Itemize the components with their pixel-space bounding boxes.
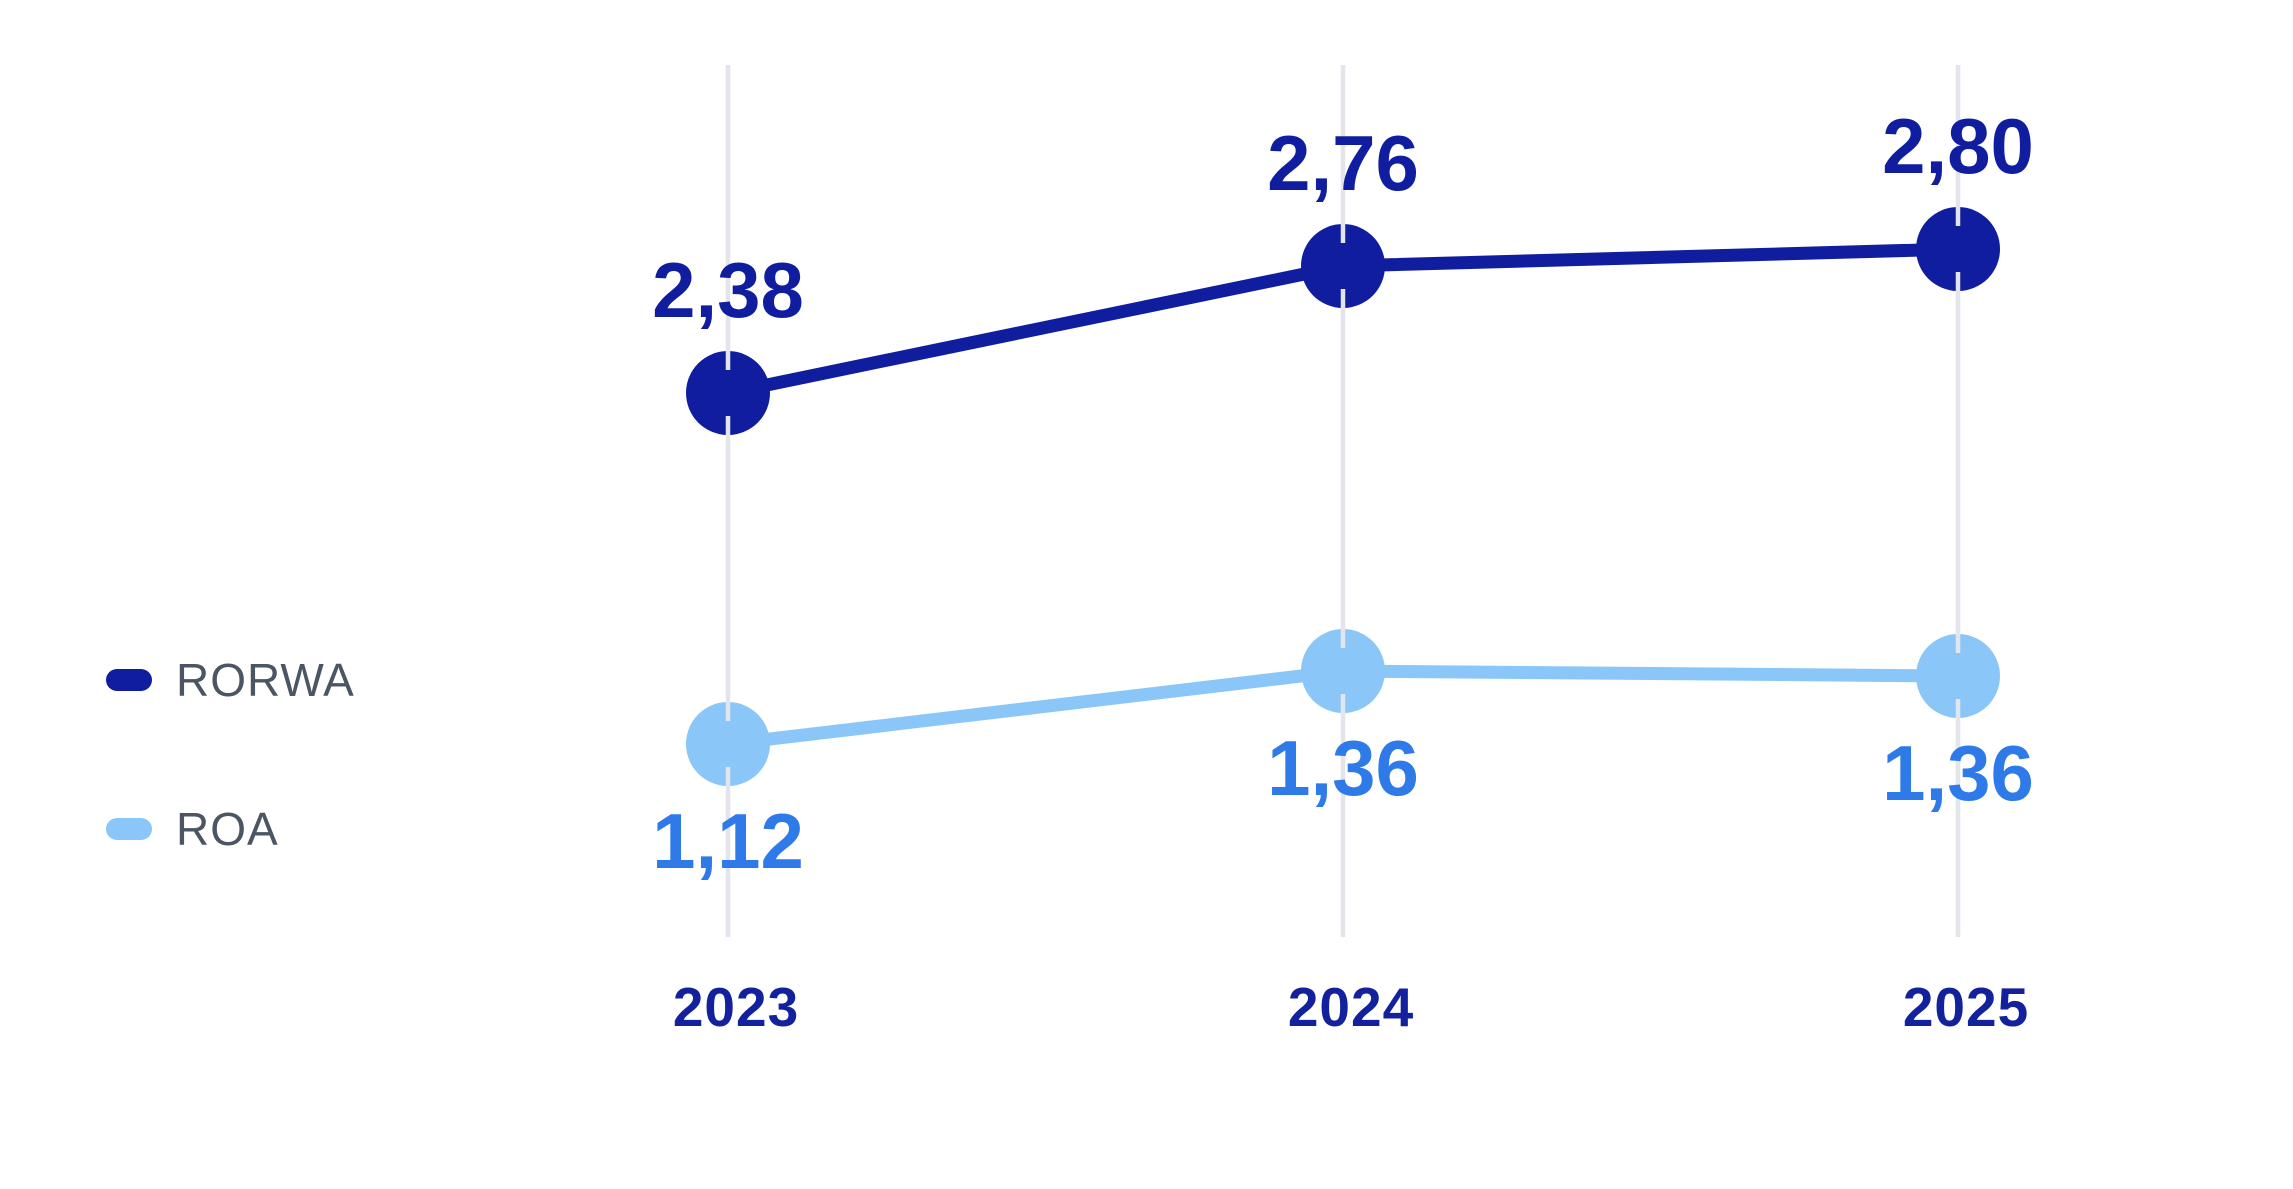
series-layer bbox=[686, 207, 2000, 786]
data-point-roa-2023 bbox=[686, 702, 770, 786]
data-point-rorwa-2025 bbox=[1916, 207, 2000, 291]
x-axis-label-2025: 2025 bbox=[1903, 976, 2029, 1038]
gridlines bbox=[725, 65, 1961, 937]
legend-item-rorwa: RORWA bbox=[106, 656, 355, 704]
data-point-rorwa-2024 bbox=[1301, 224, 1385, 308]
value-label-rorwa-2024: 2,76 bbox=[1267, 119, 1419, 207]
legend-label-roa: ROA bbox=[176, 803, 279, 855]
legend-item-roa: ROA bbox=[106, 805, 279, 853]
data-labels: 2,38 2,76 2,80 1,12 1,36 1,36 bbox=[652, 102, 2034, 885]
legend-swatch-rorwa bbox=[106, 669, 152, 691]
legend-swatch-roa bbox=[106, 818, 152, 840]
value-label-rorwa-2023: 2,38 bbox=[652, 246, 804, 334]
x-axis-label-2023: 2023 bbox=[673, 976, 799, 1038]
value-label-roa-2025: 1,36 bbox=[1882, 729, 2034, 817]
series-rorwa bbox=[686, 207, 2000, 435]
x-axis-labels: 2023 2024 2025 bbox=[673, 976, 2029, 1038]
x-axis-label-2024: 2024 bbox=[1288, 976, 1414, 1038]
data-point-rorwa-2023 bbox=[686, 351, 770, 435]
value-label-roa-2023: 1,12 bbox=[652, 797, 804, 885]
data-point-roa-2025 bbox=[1916, 634, 2000, 718]
value-label-roa-2024: 1,36 bbox=[1267, 724, 1419, 812]
value-label-rorwa-2025: 2,80 bbox=[1882, 102, 2034, 190]
series-roa bbox=[686, 629, 2000, 786]
data-point-roa-2024 bbox=[1301, 629, 1385, 713]
legend-label-rorwa: RORWA bbox=[176, 654, 355, 706]
